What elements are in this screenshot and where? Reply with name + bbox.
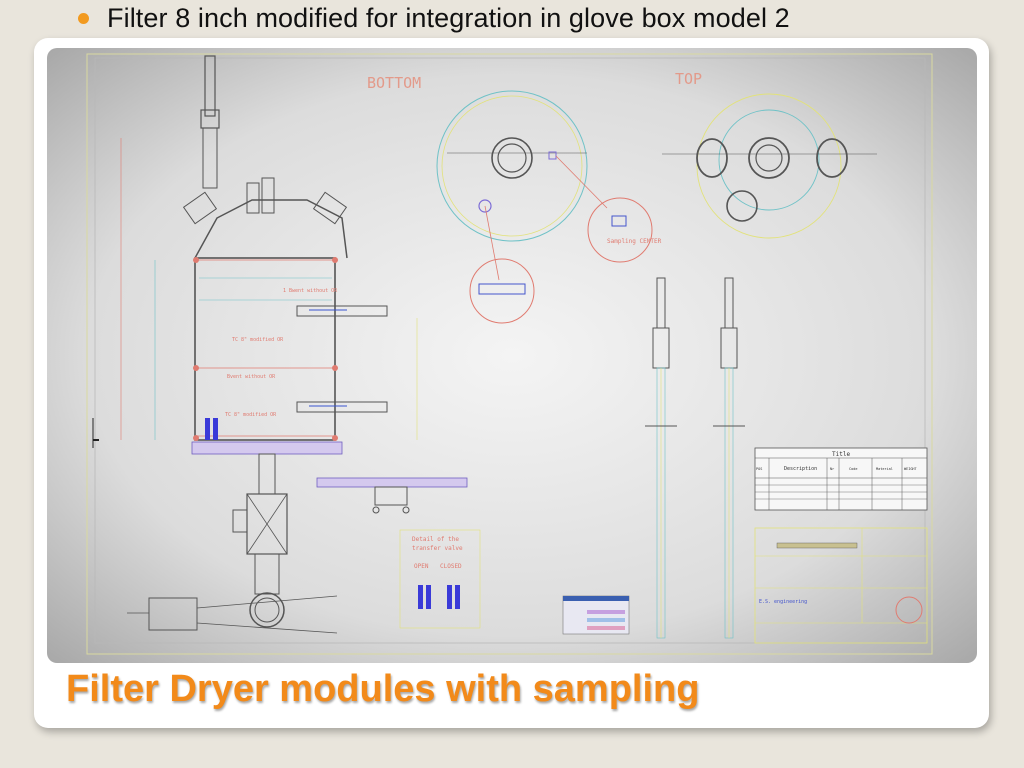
bullet-item: Filter 8 inch modified for integration i…	[78, 0, 790, 36]
col-description: Description	[784, 466, 817, 472]
col-material: Material	[876, 467, 893, 471]
title-block: E.S. engineering	[754, 527, 928, 644]
transfer-valve-detail: Detail of the transfer valve OPEN CLOSED	[399, 529, 481, 629]
note-2: TC 8" modified OR	[232, 337, 284, 343]
label-bottom: BOTTOM	[367, 74, 421, 92]
sampling-probes	[645, 277, 745, 639]
label-closed: CLOSED	[440, 563, 462, 570]
bottom-view: Sampling CENTER	[436, 90, 662, 324]
filter-plate	[316, 477, 468, 514]
table-header: Title	[832, 451, 850, 458]
company-name: E.S. engineering	[759, 599, 807, 605]
parts-table: Title POS Description Nr Code Material W…	[754, 447, 928, 511]
note-3: Bvent without OR	[227, 374, 276, 380]
software-dialog-thumbnail	[562, 595, 630, 635]
col-pos: POS	[756, 467, 762, 471]
label-sampling-center: Sampling CENTER	[607, 238, 662, 245]
col-code: Code	[849, 467, 857, 471]
col-weight: WEIGHT	[904, 467, 918, 471]
label-top: TOP	[675, 70, 702, 88]
technical-drawing: BOTTOM TOP Sampling CENTER	[47, 48, 977, 663]
top-view	[662, 93, 877, 239]
col-nr: Nr	[830, 467, 834, 471]
bullet-text: Filter 8 inch modified for integration i…	[107, 2, 790, 33]
vessel-elevation: 1 Bwent without OR TC 8" modified OR Bve…	[120, 55, 418, 634]
slide-title: Filter Dryer modules with sampling	[66, 668, 700, 710]
note-1: 1 Bwent without OR	[283, 288, 338, 294]
label-open: OPEN	[414, 563, 429, 570]
svg-text:transfer valve: transfer valve	[412, 545, 463, 552]
svg-text:Detail of the: Detail of the	[412, 536, 459, 543]
bullet-dot-icon	[78, 12, 89, 24]
note-4: TC 8" modified OR	[225, 412, 277, 418]
